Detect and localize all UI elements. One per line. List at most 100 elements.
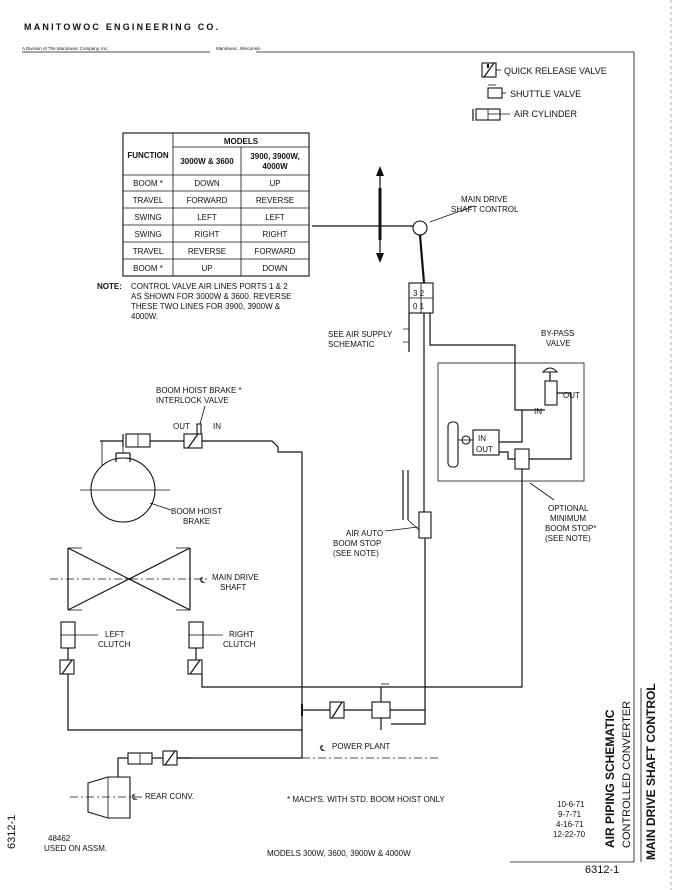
table-cell: UP (269, 179, 280, 188)
table-cell: DOWN (262, 264, 288, 273)
air-auto-boom-stop (402, 470, 432, 539)
legend: QUICK RELEASE VALVE SHUTTLE VALVE AIR CY… (472, 62, 607, 121)
rear-conv-centerline-symbol: ℄ (131, 793, 138, 802)
arrow-up-icon (376, 166, 384, 176)
left-clutch-label-1: LEFT (105, 630, 125, 639)
auto-stop-label-2: BOOM STOP (333, 539, 381, 548)
bypass-valve (541, 367, 559, 406)
table-col2-header-2: 4000W (262, 162, 288, 171)
auto-stop-supply-line (391, 538, 426, 725)
boom-stop-quick-release (514, 448, 530, 470)
right-clutch-label-1: RIGHT (229, 630, 254, 639)
centerline-symbol: ℄ (199, 576, 206, 585)
left-clutch-line (67, 674, 302, 731)
main-shaft-label-1: MAIN DRIVE (212, 573, 259, 582)
shuttle-in-label: IN (478, 434, 486, 443)
valve-ports-bottom: 0 1 (413, 302, 425, 311)
table-cell: BOOM * (133, 264, 163, 273)
location-text: Manitowoc, Wisconsin (216, 46, 261, 51)
optional-label-1: OPTIONAL (548, 504, 589, 513)
see-air-supply-label-2: SCHEMATIC (328, 340, 375, 349)
shuttle-out-label: OUT (476, 445, 493, 454)
note-line: 4000W. (131, 312, 158, 321)
brake-label-1: BOOM HOIST (171, 507, 222, 516)
revision-date: 4-16-71 (556, 820, 584, 829)
table-col1-header: 3000W & 3600 (180, 157, 234, 166)
drawing-number: 6312-1 (585, 864, 619, 876)
power-plant-label: POWER PLANT (332, 742, 390, 751)
legend-air-cylinder-label: AIR CYLINDER (514, 109, 578, 119)
boom-stop-shuttle-valve (472, 429, 500, 456)
table-cell: UP (201, 264, 212, 273)
note-line: CONTROL VALVE AIR LINES PORTS 1 & 2 (131, 282, 288, 291)
brake-air-cylinder (122, 433, 151, 448)
boom-hoist-brake (80, 441, 170, 523)
division-text: A Division of The Manitowoc Company, Inc… (22, 46, 108, 51)
note-line: THESE TWO LINES FOR 3900, 3900W & (131, 302, 281, 311)
revision-date: 12-22-70 (553, 830, 586, 839)
rear-converter (70, 750, 190, 819)
drawing-title-1: AIR PIPING SCHEMATIC (603, 709, 617, 848)
table-cell: SWING (134, 230, 161, 239)
mach-note: * MACH'S. WITH STD. BOOM HOIST ONLY (287, 795, 445, 804)
main-drive-control-label-2: SHAFT CONTROL (451, 205, 519, 214)
control-knob (412, 220, 428, 236)
brake-valve-label-1: BOOM HOIST BRAKE * (156, 386, 242, 395)
boom-stop-cylinder (447, 421, 474, 468)
main-drive-shaft-control (312, 166, 434, 314)
table-function-header: FUNCTION (127, 151, 169, 160)
side-drawing-number: 6312-1 (6, 815, 18, 849)
table-cell: BOOM * (133, 179, 163, 188)
shuttle-valve-icon (487, 84, 506, 99)
main-drive-shaft (50, 547, 210, 611)
bypass-label-1: BY-PASS (541, 329, 574, 338)
table-cell: RIGHT (195, 230, 220, 239)
revision-date: 10-6-71 (557, 800, 585, 809)
optional-label-4: (SEE NOTE) (545, 534, 591, 543)
bypass-in-label: IN (534, 407, 542, 416)
revision-date: 9-7-71 (558, 810, 582, 819)
optional-label-2: MINIMUM (550, 514, 586, 523)
table-col2-header-1: 3900, 3900W, (250, 152, 299, 161)
table-cell: TRAVEL (133, 247, 164, 256)
note-label: NOTE: (97, 282, 122, 291)
power-plant-centerline-symbol: ℄ (319, 744, 326, 753)
used-on-label: USED ON ASSM. (44, 844, 107, 853)
table-cell: LEFT (197, 213, 217, 222)
legend-shuttle-label: SHUTTLE VALVE (510, 89, 581, 99)
left-clutch-label-2: CLUTCH (98, 640, 131, 649)
table-cell: REVERSE (256, 196, 294, 205)
table-cell: FORWARD (255, 247, 296, 256)
table-cell: TRAVEL (133, 196, 164, 205)
legend-quick-release-label: QUICK RELEASE VALVE (504, 66, 607, 76)
assm-number: 48462 (48, 834, 71, 843)
auto-stop-label-1: AIR AUTO (346, 529, 383, 538)
optional-boom-stop-box (437, 362, 585, 482)
brake-supply-line (202, 440, 302, 453)
air-supply-bracket (403, 328, 410, 343)
see-air-supply-label-1: SEE AIR SUPPLY (328, 330, 393, 339)
valve-ports-top: 3 2 (413, 289, 425, 298)
control-lever (418, 234, 426, 284)
brake-valve-in-label: IN (213, 422, 221, 431)
auto-stop-label-3: (SEE NOTE) (333, 549, 379, 558)
optional-label-3: BOOM STOP* (545, 524, 596, 533)
leader-line (429, 205, 475, 223)
arrow-down-icon (376, 253, 384, 263)
brake-to-power-line (163, 452, 303, 759)
right-clutch-label-2: CLUTCH (223, 640, 256, 649)
rear-conv-label: REAR CONV. (145, 792, 194, 801)
table-cell: RIGHT (263, 230, 288, 239)
function-table: FUNCTION MODELS 3000W & 3600 3900, 3900W… (122, 132, 310, 277)
drawing-title-2: CONTROLLED CONVERTER (621, 701, 633, 848)
models-line: MODELS 300W, 3600, 3900W & 4000W (267, 849, 411, 858)
main-drive-control-label-1: MAIN DRIVE (461, 195, 508, 204)
right-clutch (187, 621, 204, 675)
note-line: AS SHOWN FOR 3000W & 3600. REVERSE (131, 292, 292, 301)
table-cell: FORWARD (187, 196, 228, 205)
table-cell: LEFT (265, 213, 285, 222)
brake-label-2: BRAKE (183, 517, 210, 526)
table-models-header: MODELS (224, 137, 259, 146)
company-name: MANITOWOC ENGINEERING CO. (24, 22, 220, 32)
brake-valve-out-label: OUT (173, 422, 190, 431)
